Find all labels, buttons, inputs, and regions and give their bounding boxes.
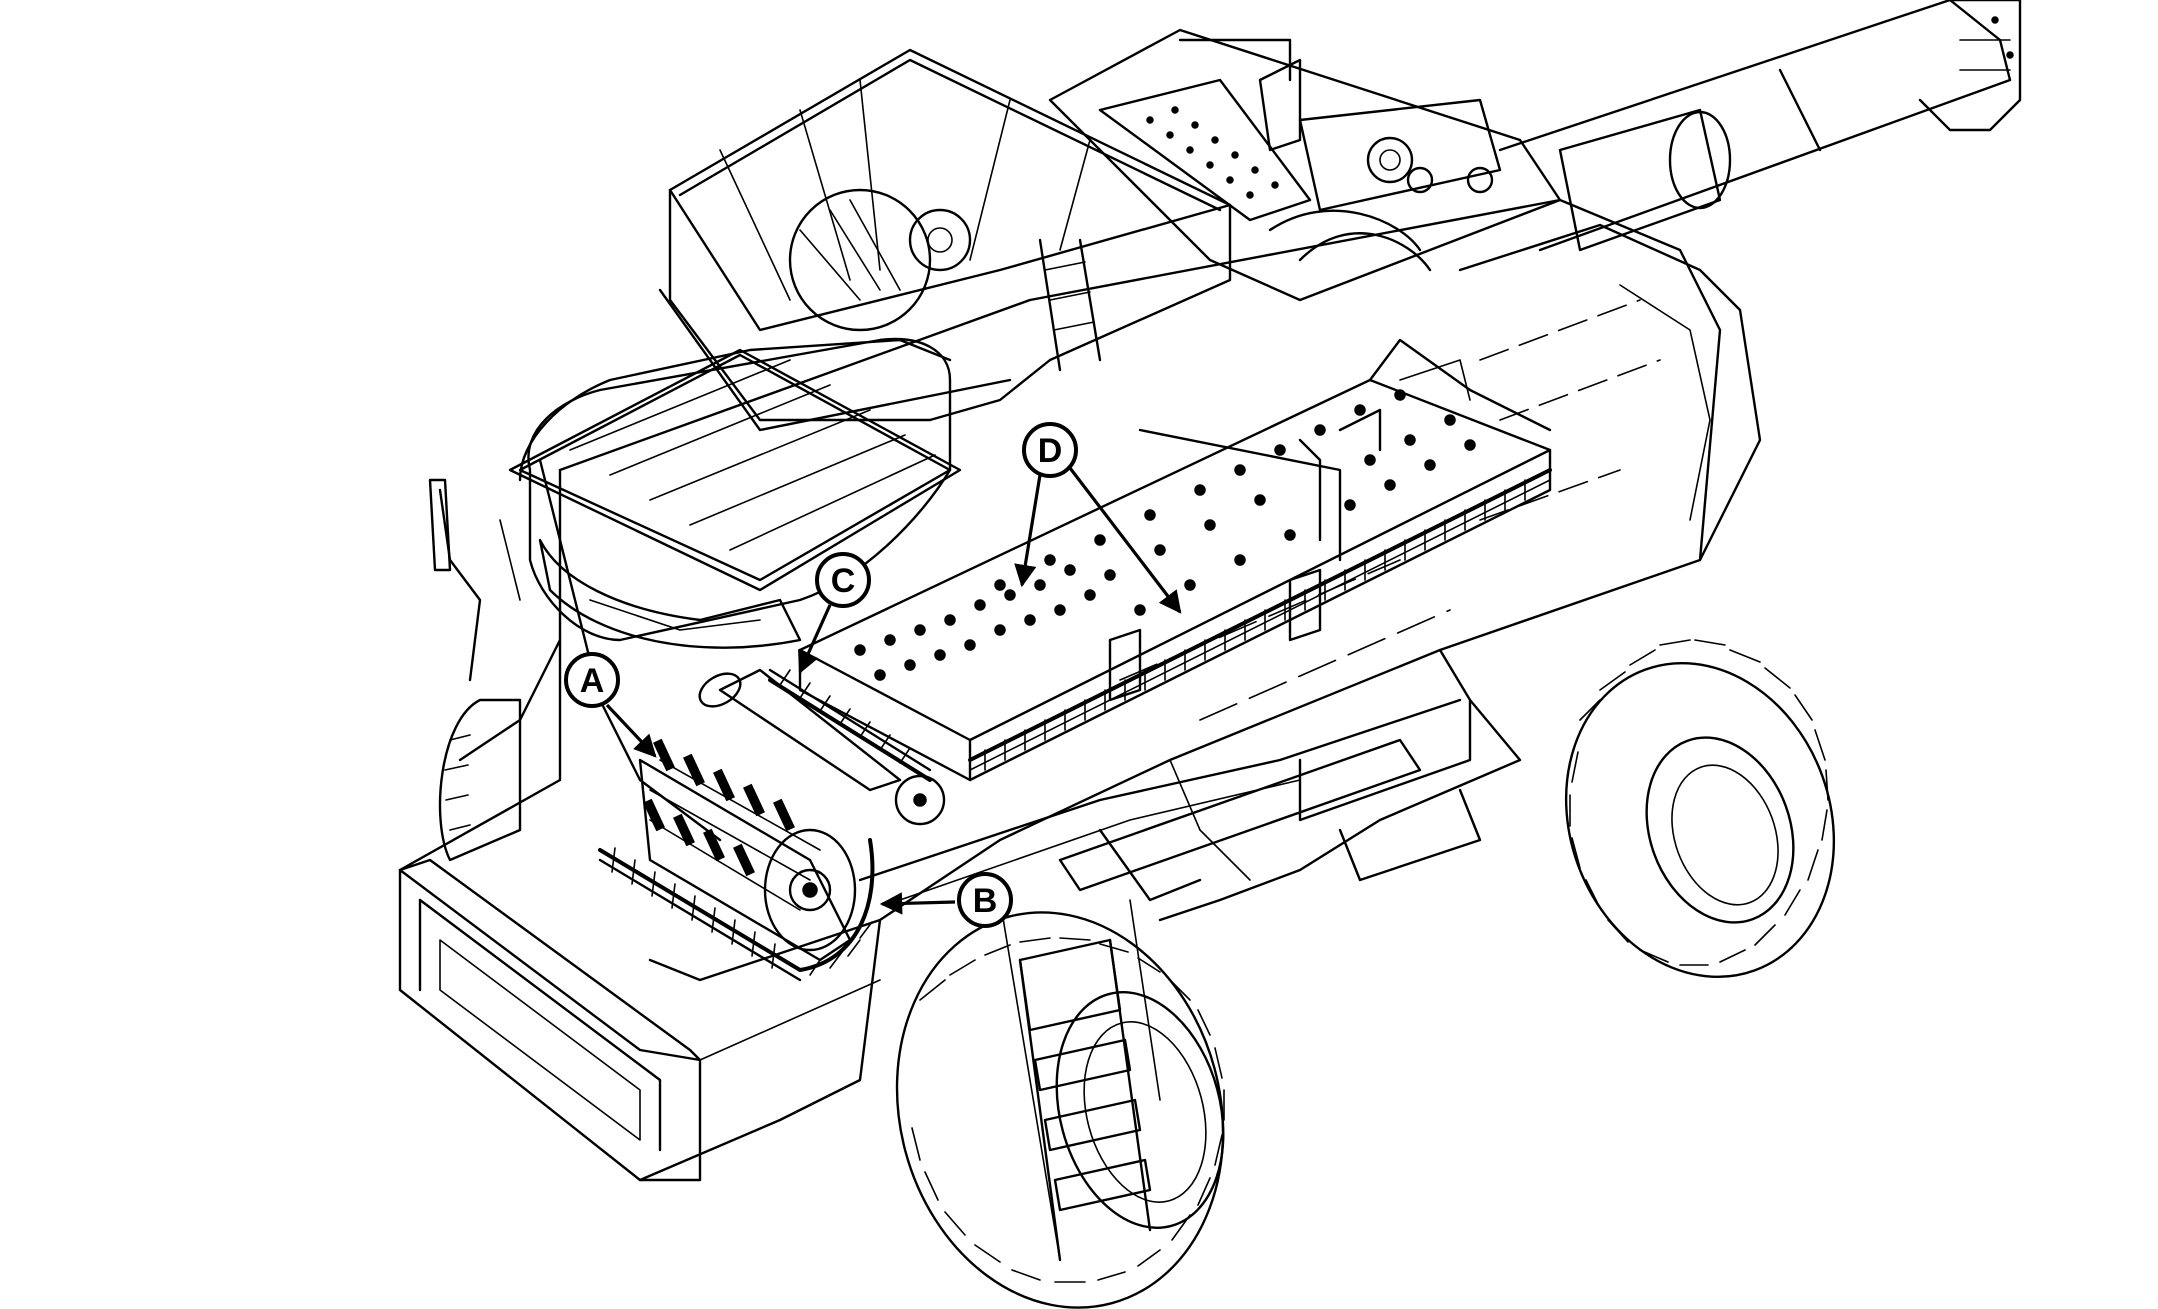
access-ladder [999, 899, 1161, 1262]
callout-d: D [1014, 422, 1182, 614]
beater-roll [698, 668, 946, 826]
callout-d-label: D [1038, 432, 1063, 470]
front-tire [895, 911, 1225, 1309]
perforation-dots [1146, 106, 1279, 199]
callout-a-label: A [580, 662, 605, 700]
callout-c: C [798, 552, 871, 675]
concave [598, 838, 875, 982]
unloading-auger [1498, 0, 2022, 252]
operator-cab [428, 337, 962, 682]
feeder-house [398, 638, 882, 1182]
engine-deck [1038, 28, 1562, 372]
callout-b-label: B [973, 882, 998, 920]
cylinder-bars [643, 738, 795, 877]
callout-c-label: C [831, 562, 856, 600]
rotor-teeth [854, 389, 1476, 681]
callout-b: B [879, 872, 1013, 928]
callout-a: A [564, 652, 657, 758]
separator-assembly [798, 338, 1552, 782]
grain-tank [658, 48, 1312, 432]
left-front-tire [438, 698, 522, 862]
grate-strip [968, 468, 1552, 771]
combine-body [458, 198, 1762, 982]
threshing-cylinder [638, 738, 857, 962]
rear-tire [1564, 639, 1836, 978]
